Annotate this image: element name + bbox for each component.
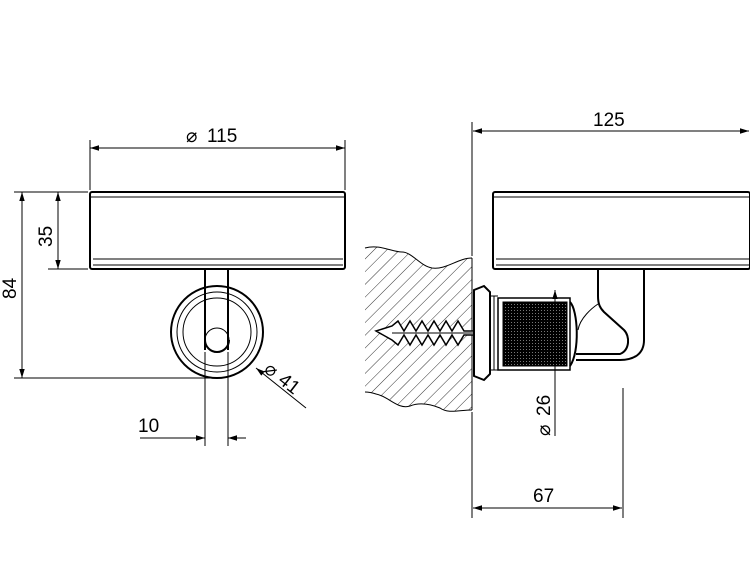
dim-height-dish-value: 35 — [36, 226, 57, 247]
dim-height-total-value: 84 — [0, 277, 21, 299]
dim-projection-value: 67 — [533, 486, 554, 507]
dim-height-total: 84 — [0, 191, 210, 379]
dim-projection: 67 — [471, 388, 624, 518]
dim-diameter-thread: ⌀ 26 — [534, 290, 558, 436]
side-arm — [576, 270, 645, 361]
dim-diameter-width-value: 115 — [207, 126, 237, 147]
knurled-sleeve — [497, 297, 578, 371]
dim-diameter-rosette-symbol: ⌀ — [260, 358, 282, 382]
dim-diameter-width: ⌀ 115 — [89, 126, 346, 190]
dim-diameter-thread-value: 26 — [534, 395, 555, 416]
dim-stem-width: 10 — [138, 352, 246, 446]
dim-diameter-rosette: ⌀ 41 — [255, 358, 307, 409]
dim-height-dish: 35 — [36, 192, 88, 270]
side-flange — [473, 284, 498, 382]
front-dish — [89, 191, 346, 270]
dim-diameter-width-symbol: ⌀ — [186, 126, 197, 147]
side-view: 125 ⌀ 26 67 — [364, 110, 750, 518]
front-stem — [204, 270, 229, 350]
dim-diameter-rosette-value: 41 — [274, 369, 304, 399]
dim-diameter-thread-symbol: ⌀ — [534, 425, 555, 436]
dim-stem-width-value: 10 — [138, 416, 159, 437]
front-rosette — [170, 285, 264, 379]
dim-depth-total: 125 — [471, 110, 749, 256]
dim-depth-total-value: 125 — [593, 110, 625, 131]
front-view: ⌀ 115 84 35 ⌀ 41 — [0, 126, 346, 446]
side-dish — [492, 191, 750, 270]
